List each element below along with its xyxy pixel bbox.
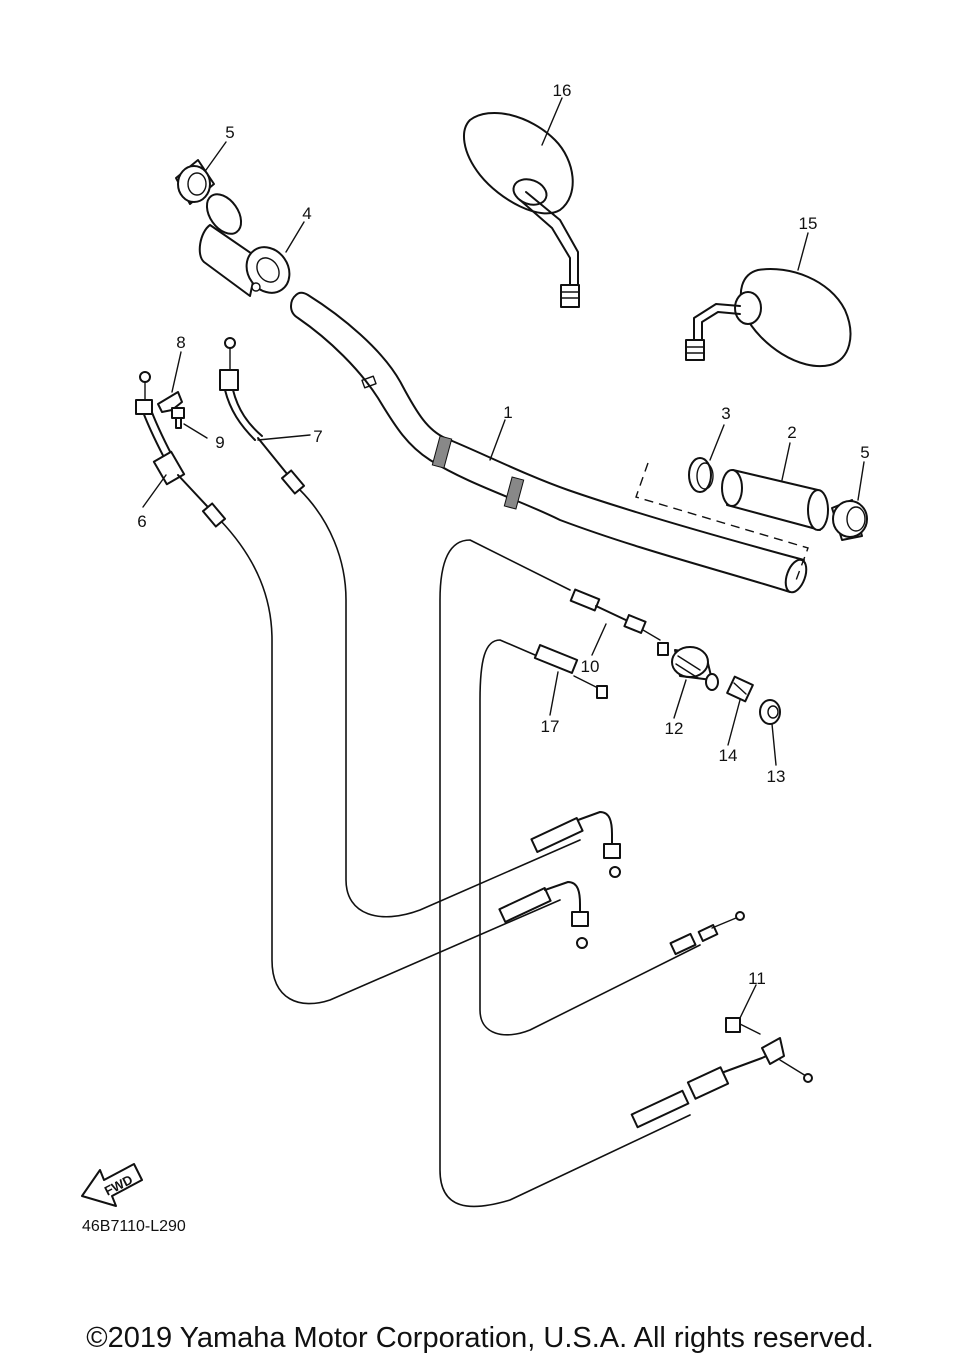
- callout-10: 10: [581, 657, 600, 676]
- throttle-cable-2: [219, 337, 306, 495]
- left-grip: [635, 457, 829, 584]
- callout-5-left: 5: [225, 123, 234, 142]
- callout-1: 1: [503, 403, 512, 422]
- cable-clip: [157, 391, 183, 413]
- handlebar: [290, 291, 808, 594]
- callout-8: 8: [176, 333, 185, 352]
- callout-11: 11: [748, 969, 766, 988]
- handlebar-knurl-left: [431, 435, 453, 469]
- bracket-bolt: [725, 1017, 761, 1035]
- callout-2: 2: [787, 423, 796, 442]
- fwd-label: FWD: [102, 1172, 135, 1199]
- choke-cable-lower: [669, 911, 745, 956]
- diagram-code: 46B7110-L290: [82, 1218, 186, 1235]
- throttle-cable-1-lower: [530, 811, 621, 878]
- callout-9: 9: [215, 433, 224, 452]
- choke-cable-routing: [479, 639, 701, 1036]
- choke-cable-upper: [533, 644, 608, 699]
- copyright-notice: ©2019 Yamaha Motor Corporation, U.S.A. A…: [86, 1322, 874, 1354]
- cable-adjuster: [671, 646, 719, 691]
- callouts: 1 2 3 4 5 5 6 7 8 9 10 11 12 13 14 15 16…: [137, 81, 869, 988]
- callout-6: 6: [137, 512, 146, 531]
- throttle-cable-2-lower: [498, 881, 589, 949]
- callout-17: 17: [541, 717, 560, 736]
- handlebar-punch-mark: [361, 375, 377, 389]
- adjuster-bolt: [726, 675, 754, 703]
- throttle-grip: [198, 193, 291, 297]
- callout-13: 13: [767, 767, 786, 786]
- throttle-cable-routing: [219, 489, 581, 1005]
- callout-5-right: 5: [860, 443, 869, 462]
- clip-screw: [171, 407, 185, 429]
- callout-15: 15: [799, 214, 818, 233]
- clutch-cable-routing: [439, 539, 691, 1208]
- callout-leaders: [142, 97, 865, 1019]
- mirror-right: [685, 268, 852, 368]
- mirror-left: [463, 112, 580, 308]
- callout-4: 4: [302, 204, 311, 223]
- handlebar-knurl-right: [503, 476, 525, 510]
- clutch-cable-lower: [630, 1037, 813, 1129]
- clutch-cable-upper: [569, 588, 669, 656]
- forward-direction-arrow: FWD: [81, 1163, 143, 1207]
- grip-end-left: [175, 159, 215, 205]
- throttle-cable-1: [135, 371, 227, 528]
- grip-end-right: [831, 499, 868, 541]
- callout-12: 12: [665, 719, 684, 738]
- callout-7: 7: [313, 427, 322, 446]
- callout-3: 3: [721, 404, 730, 423]
- adjuster-locknut: [759, 699, 781, 725]
- callout-16: 16: [553, 81, 572, 100]
- callout-14: 14: [719, 746, 738, 765]
